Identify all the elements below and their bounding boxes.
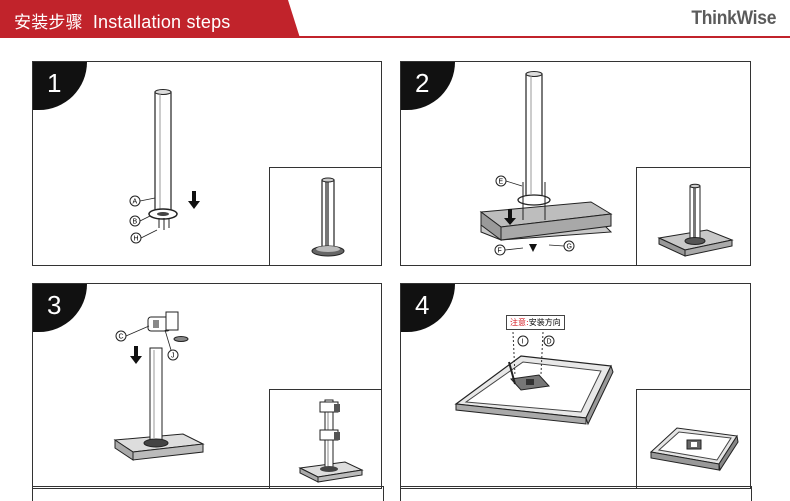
step-number: 2 <box>415 68 430 98</box>
part-label-b: B <box>133 219 138 226</box>
step-1-result-inset <box>269 167 381 265</box>
step-number: 1 <box>47 68 62 98</box>
header-title-background <box>0 0 300 38</box>
installation-direction-note: 注意:安装方向 <box>506 315 565 330</box>
page-title: 安装步骤 Installation steps <box>14 8 231 33</box>
step-2-result-inset <box>636 167 750 265</box>
step-2-illustration: E F G <box>479 71 613 256</box>
next-step-panel-edge <box>400 486 752 501</box>
step-2-result-illustration <box>657 183 734 257</box>
step-1-illustration: A B H <box>129 89 200 244</box>
part-label-j: J <box>171 353 175 360</box>
page-title-cn: 安装步骤 <box>14 13 83 33</box>
next-step-panel-edge <box>32 486 384 501</box>
step-3-result-inset <box>269 389 381 488</box>
part-label-h: H <box>134 236 139 243</box>
step-panel-4: 4 注意:安装方向 I D <box>400 283 751 489</box>
step-panel-3: 3 C J <box>32 283 382 489</box>
step-4-illustration: I D <box>454 331 614 426</box>
step-4-result-illustration <box>649 427 739 472</box>
part-label-f: F <box>498 248 502 255</box>
part-label-i: I <box>522 339 524 346</box>
step-panel-2: 2 E F G <box>400 61 751 266</box>
part-label-a: A <box>133 199 138 206</box>
step-number: 3 <box>47 290 62 320</box>
part-label-c: C <box>119 334 124 341</box>
note-warning: 注意: <box>510 318 529 327</box>
step-3-result-illustration <box>298 399 364 483</box>
header-bar: 安装步骤 Installation steps ThinkWise <box>0 0 790 38</box>
step-number: 4 <box>415 290 430 320</box>
step-1-result-illustration <box>311 177 345 257</box>
page-title-en: Installation steps <box>92 12 231 32</box>
note-text: 安装方向 <box>528 318 561 327</box>
part-label-d: D <box>547 339 552 346</box>
header-divider <box>0 36 790 38</box>
part-label-e: E <box>499 179 504 186</box>
part-label-g: G <box>567 244 572 251</box>
step-3-illustration: C J <box>113 311 205 461</box>
step-panel-1: 1 A B H <box>32 61 382 266</box>
brand-logo: ThinkWise <box>691 8 776 29</box>
step-4-result-inset <box>636 389 750 488</box>
